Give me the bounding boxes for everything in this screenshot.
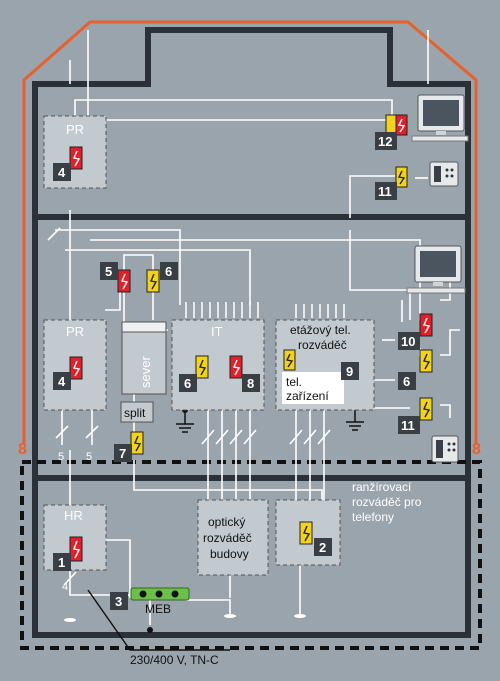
surge-protector-12 [395,114,408,136]
etazovy-label-line2: rozváděč [298,338,347,352]
surge-protector-6-it [195,355,209,379]
surge-protector-6-right [419,349,433,373]
surge-protector-8 [229,355,243,379]
badge-4-mid: 4 [58,374,66,389]
pr-top-label: PR [66,122,84,137]
badge-3: 3 [115,594,122,609]
floor-telephone-distributor-ports [295,304,345,318]
computer-icon-mid [406,245,466,294]
badge-2: 2 [319,540,326,555]
ground-symbol-it [176,412,194,433]
earth-electrode-left [64,618,76,622]
badge-5: 5 [105,264,112,279]
wiring [55,30,460,625]
badge-11-bottom: 11 [401,418,415,433]
opticky-label-line3: budovy [210,547,249,561]
surge-protector-1 [69,536,83,562]
four-small-label: 4 [62,581,68,593]
ranzirovaci-label-line1: ranžírovací [352,480,412,494]
power-label: 230/400 V, TN-C [130,653,219,667]
split-label: split [124,406,146,420]
badge-10: 10 [401,334,415,349]
foundation-earth-electrode [20,460,482,650]
meb-terminal-2 [155,590,163,598]
badge-6-it-bg [179,374,197,392]
badge-12-bg [375,132,397,150]
it-label: IT [211,324,223,339]
badge-4-top: 4 [58,165,66,180]
badge-7: 7 [119,446,126,461]
five-label-b: 5 [86,451,92,463]
server-rack-top [121,321,167,333]
sever-label: sever [138,356,153,388]
badge-6-right-bg [398,372,416,390]
lightning-protection-cable [22,20,478,445]
badge-4-top-bg [53,163,71,181]
ranzirovaci-label-line2: rozváděč pro [352,495,422,509]
ground-node-meb [147,627,153,633]
hr-label: HR [64,508,83,523]
meb-terminal-3 [171,590,179,598]
badge-8: 8 [247,376,254,391]
ranzirovaci-label-line3: telefony [352,510,394,524]
badge-10-bg [398,332,420,350]
surge-protector-11-bottom [419,397,433,421]
ground-symbol-tel [346,410,364,431]
earth-electrode-mid [224,614,236,618]
surge-protector-11-top [395,166,408,188]
surge-protector-10 [419,313,433,337]
meb-label: MEB [145,602,171,616]
server-rack [121,321,167,395]
badge-11-top-bg [375,182,397,200]
badge-6-top: 6 [165,264,172,279]
badge-4-mid-bg [53,372,71,390]
surge-protector-4-mid [69,356,83,380]
tel-label-line1: tel. [286,375,302,389]
opticky-label-line1: optický [208,515,245,529]
telephone-icon-top [429,161,459,187]
split-box [120,401,154,423]
badge-1: 1 [58,555,65,570]
badge-7-bg [114,444,132,462]
badge-3-bg [110,592,128,610]
building-outline [32,27,471,638]
telephone-equipment-area [282,372,344,404]
badge-8-bg [242,374,260,392]
badge-9: 9 [346,364,353,379]
opticky-label-line2: rozváděč [203,531,252,545]
etazovy-label-line1: etážový tel. [290,323,351,337]
label-eight-right: 8 [472,441,481,458]
badge-5-bg [100,262,118,280]
telephone-icon-bottom [431,435,459,463]
switch-marks [47,227,331,586]
badge-1-bg [53,553,71,571]
surge-protector-4-top [69,146,83,170]
surge-protector-7 [130,431,144,455]
badge-2-bg [314,538,332,556]
pr-mid-label: PR [66,324,84,339]
tel-label-line2: zařízení [286,389,329,403]
five-label-a: 5 [58,451,64,463]
label-eight-left: 8 [18,441,27,458]
surge-protector-6-top [146,269,160,293]
meb-terminal-1 [139,590,147,598]
badge-9-bg [341,362,359,380]
badge-6-top-bg [160,262,178,280]
computer-icon-top [411,94,469,142]
badge-11-bottom-bg [398,416,420,434]
it-rack-ports [185,302,259,318]
surge-protector-2 [299,521,313,545]
badge-11-top: 11 [378,184,392,199]
it-box [171,319,265,411]
power-supply-line [87,589,230,651]
optical-distributor-box [197,499,269,576]
badge-12: 12 [378,134,392,149]
badge-6-right: 6 [403,374,410,389]
surge-protector-5 [117,269,131,293]
badge-6-it: 6 [184,376,191,391]
surge-protector-tel [283,349,296,371]
earth-electrode-right [294,614,306,618]
